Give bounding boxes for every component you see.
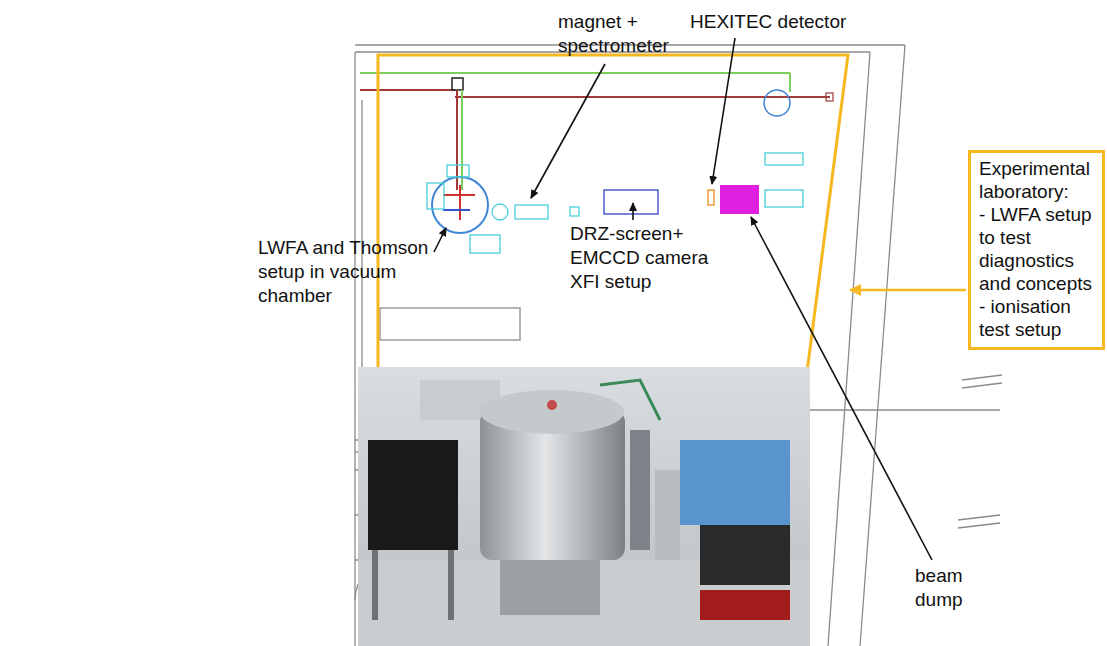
- box-item: - ionisation test setup: [979, 295, 1096, 341]
- callout-box: Experimental laboratory:- LWFA setup to …: [968, 150, 1105, 350]
- box-item: - LWFA setup to test diagnostics and con…: [979, 203, 1096, 295]
- part-label: magnet + spectrometer: [558, 10, 666, 58]
- box-heading: Experimental laboratory:: [979, 157, 1096, 203]
- part-label: HEXITEC detector: [690, 10, 890, 34]
- part-label: DRZ-screen+ EMCCD camera XFI setup: [570, 222, 715, 294]
- part-label: beam dump: [915, 564, 977, 612]
- part-label: LWFA and Thomson setup in vacuum chamber: [258, 236, 436, 308]
